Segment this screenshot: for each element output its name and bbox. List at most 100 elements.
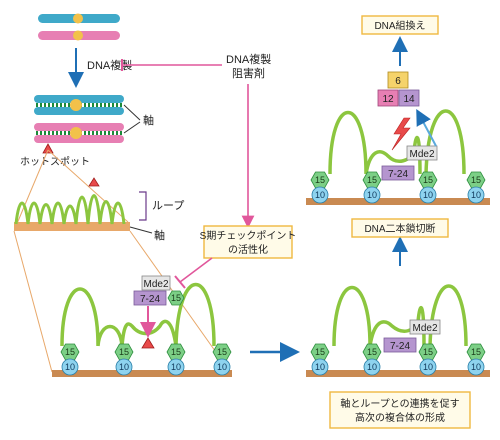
recombination-box-frame: [361, 15, 439, 35]
checkpoint-inhibition-bar: [174, 275, 186, 289]
inhibitor-label-line2: 阻害剤: [232, 66, 265, 80]
rec10-label: 10: [367, 362, 377, 372]
rec7-24-label: 7-24: [140, 294, 160, 305]
rec10-circle: [61, 358, 79, 376]
dsb-box: DNA二本鎖切断: [351, 218, 449, 238]
rec15-label: 15: [367, 175, 377, 185]
axis-bar: [14, 222, 130, 231]
checkpoint-label-line1: S期チェックポイント: [200, 230, 297, 242]
rec7-24-box: [381, 165, 415, 181]
rec10-circle: [419, 186, 437, 204]
rec12-box: [377, 89, 399, 107]
mde2-box: [141, 275, 171, 291]
centromere: [70, 99, 82, 111]
rec15-label: 15: [423, 175, 433, 185]
rec15-hex: [167, 290, 185, 306]
inhibitor-label-line1: DNA複製: [226, 52, 271, 66]
chromatin-loops: [328, 109, 466, 175]
rec12-label: 12: [382, 94, 394, 105]
rec15-label: 15: [471, 175, 481, 185]
rec15-rec10-pair: 15 10: [166, 343, 186, 376]
hotspot-label: ホットスポット: [20, 156, 90, 168]
checkpoint-label-line2: の活性化: [228, 243, 268, 256]
dsb-label: DNA二本鎖切断: [364, 222, 435, 235]
rec15-rec10-pair: 15 10: [60, 343, 80, 376]
recruitment-arrow: [416, 108, 437, 147]
panel-top-right: Mde2 7-24 6 12 14 15 10 15 10 15 10: [306, 71, 490, 205]
axis-pointer-bottom: [129, 226, 153, 234]
rec10-label: 10: [315, 190, 325, 200]
mde2-label: Mde2: [412, 323, 437, 334]
checkpoint-box-frame: [203, 225, 293, 259]
rec15-rec10-pair: 15 10: [418, 171, 438, 204]
hotspot-marker: [141, 337, 155, 349]
axis-bar: [52, 370, 232, 377]
zoom-line: [15, 149, 49, 227]
rec15-rec10-pair: 15 10: [114, 343, 134, 376]
chromosome-pair-replicated: [34, 95, 124, 143]
chromosome-pair-unreplicated: [38, 13, 120, 41]
rec14-label: 14: [403, 94, 415, 105]
chromatin-loops: [14, 194, 126, 225]
rec10-circle: [115, 358, 133, 376]
rec15-label: 15: [315, 175, 325, 185]
complex-label-line1: 軸とループとの連携を促す: [340, 397, 459, 410]
rec15-label: 15: [471, 347, 481, 357]
rec10-circle: [213, 358, 231, 376]
chromatin-loops: [332, 284, 468, 347]
complex-formation-box: 軸とループとの連携を促す 高次の複合体の形成: [329, 391, 471, 429]
axis-bar: [306, 370, 490, 377]
rec15-label: 15: [65, 347, 75, 357]
rec14-box: [398, 89, 420, 107]
rec10-circle: [467, 358, 485, 376]
centromere: [73, 13, 83, 24]
rec15-label: 15: [171, 293, 181, 303]
recombination-label: DNA組換え: [374, 19, 425, 32]
mde2-box: [409, 319, 441, 335]
axis-label-top: 軸: [143, 113, 154, 127]
rec10-label: 10: [423, 362, 433, 372]
sister-chromatid-pink: [34, 123, 124, 131]
axis-bar: [306, 198, 490, 205]
rec15-rec10-pair: 15 10: [362, 171, 382, 204]
rec10-circle: [167, 358, 185, 376]
checkpoint-inhibition-line: [179, 257, 213, 283]
rec10-circle: [363, 186, 381, 204]
sister-chromatid-pink: [34, 135, 124, 143]
centromere: [73, 30, 83, 41]
rec15-rec10-pair: 15 10: [466, 343, 486, 376]
dsb-lightning-icon: [391, 117, 411, 151]
rec15-rec10-pair: 15 10: [310, 343, 330, 376]
sister-chromatid-blue: [34, 107, 124, 115]
centromere: [70, 127, 82, 139]
rec7-24-label: 7-24: [390, 341, 410, 352]
rec15-rec10-pair: 15 10: [418, 343, 438, 376]
rec10-label: 10: [423, 190, 433, 200]
complex-box-frame: [329, 391, 471, 429]
dsb-box-frame: [351, 218, 449, 238]
rec7-24-label: 7-24: [388, 169, 408, 180]
sister-chromatid-blue: [34, 95, 124, 103]
rec7-24-box: [383, 337, 417, 353]
zoom-line: [13, 230, 53, 373]
rec15-label: 15: [119, 347, 129, 357]
replication-label: DNA複製: [87, 58, 132, 72]
panel-bottom-left: Mde2 7-24 15 15 10 15 10 15 10 15 10: [52, 275, 232, 377]
rec10-label: 10: [171, 362, 181, 372]
mde2-label: Mde2: [409, 149, 434, 160]
loop-bracket: [139, 191, 147, 221]
rec15-label: 15: [367, 347, 377, 357]
axis-pointer: [123, 104, 141, 121]
rec7-24-box: [133, 290, 167, 306]
rec10-label: 10: [217, 362, 227, 372]
rec10-label: 10: [119, 362, 129, 372]
rec10-label: 10: [367, 190, 377, 200]
recombination-box: DNA組換え: [361, 15, 439, 35]
axis-pointer: [123, 121, 141, 134]
rec15-rec10-pair: 15 10: [362, 343, 382, 376]
rec15-rec10-pair: 15 10: [466, 171, 486, 204]
rec15-label: 15: [217, 347, 227, 357]
rec10-label: 10: [65, 362, 75, 372]
rec15-label: 15: [315, 347, 325, 357]
